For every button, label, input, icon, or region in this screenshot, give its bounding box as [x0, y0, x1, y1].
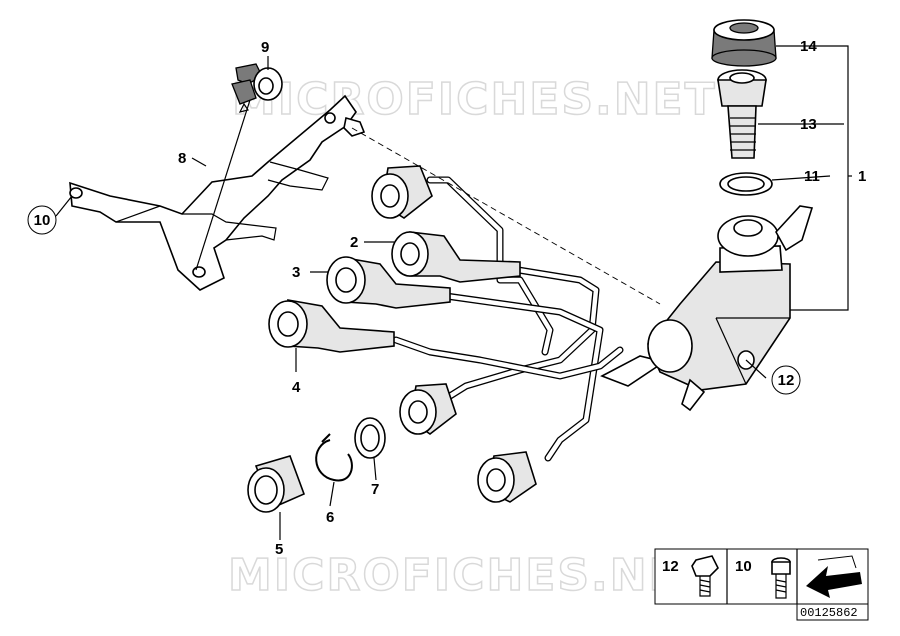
callout-6: 6 [326, 509, 334, 526]
watermark-bottom: MICROFICHES.NET [228, 550, 713, 601]
brake-lines [392, 176, 624, 462]
diagram-number: 00125862 [800, 606, 858, 620]
callout-1: 1 [858, 168, 866, 185]
callout-9: 9 [261, 39, 269, 56]
leader-lines [55, 45, 852, 540]
legend-item-12-label: 12 [662, 558, 679, 575]
callout-4: 4 [292, 379, 301, 396]
ring-part-7 [354, 417, 386, 459]
grommet-top [371, 165, 433, 219]
legend-item-10-label: 10 [735, 558, 752, 575]
callout-2: 2 [350, 234, 358, 251]
seal-ring-part-11 [719, 172, 773, 196]
spring-clip-part-6 [315, 433, 353, 482]
connector-part-4 [268, 299, 395, 353]
callout-8: 8 [178, 150, 186, 167]
legend-box: 12 10 00125862 [654, 548, 869, 621]
callout-5: 5 [275, 541, 283, 558]
callout-3: 3 [292, 264, 300, 281]
bolt-icon [691, 555, 719, 597]
grommet-middle [399, 383, 457, 435]
callout-12-circle: 12 [771, 365, 801, 395]
bracket-part-8 [69, 94, 366, 291]
callout-10-circle: 10 [27, 205, 57, 235]
watermark-top: MICROFICHES.NET [232, 74, 717, 125]
direction-arrow-icon [806, 555, 862, 598]
cap-part-14 [711, 19, 777, 67]
callout-13: 13 [800, 116, 817, 133]
connector-part-3 [326, 256, 451, 309]
sleeve-part-5 [247, 455, 306, 513]
grommet-bottom [477, 451, 537, 503]
callout-12: 12 [778, 372, 795, 389]
assembly-line [351, 127, 661, 305]
callout-10: 10 [34, 212, 51, 229]
callout-14: 14 [800, 38, 817, 55]
socket-screw-icon [771, 557, 791, 599]
callout-7: 7 [371, 481, 379, 498]
connector-part-2 [391, 231, 521, 283]
callout-11: 11 [804, 168, 820, 185]
clip-part-9 [195, 63, 283, 271]
fitting-part-13 [717, 69, 767, 159]
valve-body-part-1 [600, 205, 814, 412]
